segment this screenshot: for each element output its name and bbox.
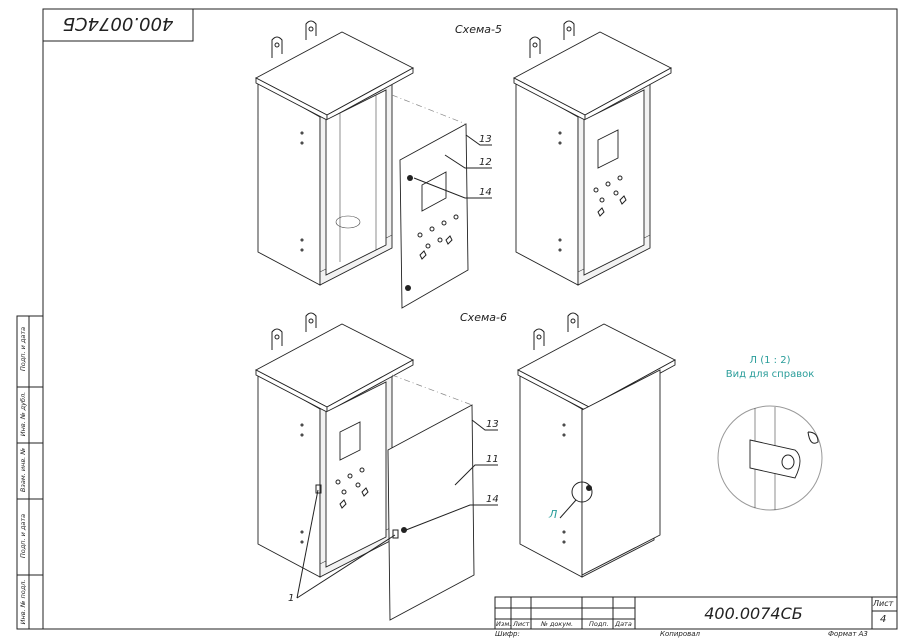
title-block <box>494 596 898 630</box>
callout-13: 13 <box>479 134 492 145</box>
sheet-label: Лист <box>873 599 894 608</box>
sheet-number: 4 <box>880 614 887 625</box>
view-marker: Л <box>549 508 558 521</box>
col-sign: Подп. <box>589 620 609 628</box>
callout-11: 11 <box>486 454 499 465</box>
designation: 400.0074СБ <box>704 604 803 623</box>
detail-view-title: Л (1 : 2) <box>749 355 791 366</box>
callout-1: 1 <box>288 593 295 604</box>
strip-label-4: Подп. и дата <box>19 513 27 559</box>
scheme-5-title: Схема-5 <box>455 23 502 36</box>
col-doc: № докум. <box>541 620 574 628</box>
format-label: Формат А3 <box>828 630 868 638</box>
col-date: Дата <box>615 620 632 628</box>
callout-13: 13 <box>486 419 499 430</box>
col-izm: Изм. <box>496 620 512 628</box>
top-stamp-box <box>42 8 194 42</box>
callout-12: 12 <box>479 157 492 168</box>
door-window <box>421 171 447 212</box>
cipher-label: Шифр: <box>495 630 520 638</box>
strip-label-1: Подп. и дата <box>19 326 27 372</box>
side-strip <box>16 315 44 630</box>
detail-view-subtitle: Вид для справок <box>725 369 815 380</box>
door-scheme6 <box>387 404 475 621</box>
cabinet-door-closed <box>581 369 661 576</box>
strip-label-3: Взам. инв. № <box>19 447 27 493</box>
scheme-6-title: Схема-6 <box>460 311 507 324</box>
callout-14: 14 <box>486 494 499 505</box>
copied-label: Копировал <box>660 630 700 638</box>
callout-14: 14 <box>479 187 492 198</box>
door-scheme5 <box>399 123 469 309</box>
detail-marker-circle <box>571 481 593 503</box>
top-stamp-text: 400.0074СБ <box>62 13 174 34</box>
col-list: Лист <box>513 620 530 628</box>
strip-label-5: Инв. № подл. <box>19 579 27 625</box>
